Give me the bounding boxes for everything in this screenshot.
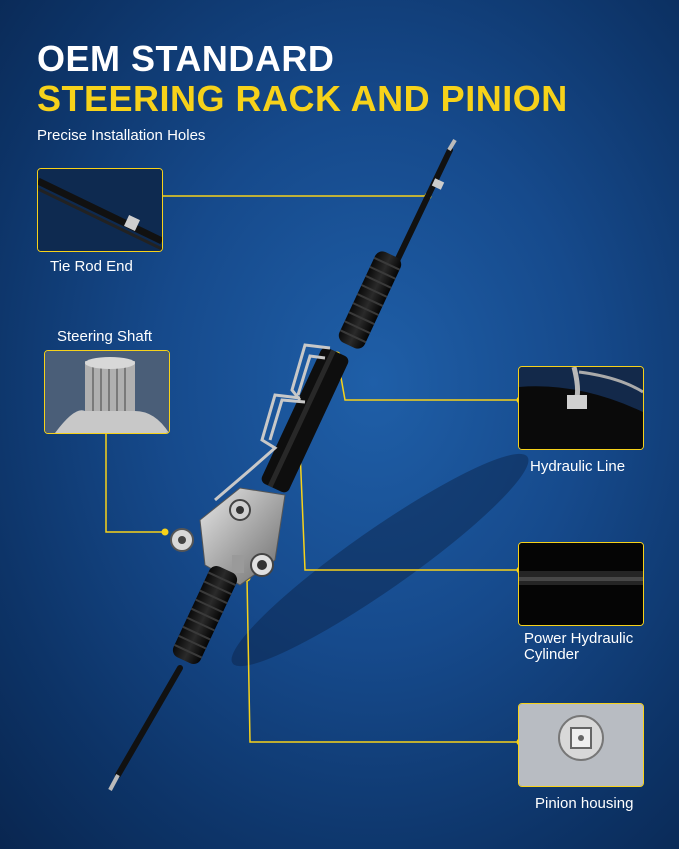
hydraulic-line-image	[519, 367, 643, 449]
lower-tie-rod-thread	[108, 774, 120, 791]
leader-lines	[105, 195, 520, 743]
title-line-1: OEM STANDARD	[37, 38, 335, 79]
pinion-housing-image	[519, 704, 643, 786]
steering-shaft-callout	[44, 350, 170, 434]
title-line-2: STEERING RACK AND PINION	[37, 78, 568, 119]
tie-rod-end-label: Tie Rod End	[50, 258, 133, 275]
lower-tie-rod	[115, 665, 183, 778]
pinion-housing-callout	[518, 703, 644, 787]
hydraulic-line-label: Hydraulic Line	[530, 458, 626, 475]
upper-tie-rod-thread	[447, 138, 457, 152]
leader-pinion	[246, 577, 520, 743]
shadow	[231, 453, 529, 667]
power-hydraulic-cylinder-callout	[518, 542, 644, 626]
leader-steering-shaft	[105, 433, 165, 533]
power-hydraulic-cylinder-label: Power Hydraulic Cylinder	[524, 631, 633, 663]
steering-shaft-label: Steering Shaft	[57, 328, 153, 345]
tie-rod-end-callout	[37, 168, 163, 252]
hydraulic-pipes	[214, 343, 331, 502]
upper-boot	[338, 251, 402, 349]
hydraulic-cylinder	[261, 347, 349, 493]
leader-cylinder	[299, 449, 520, 571]
leader-hydraulic-line	[336, 354, 520, 401]
pinion-housing-label: Pinion housing	[535, 795, 634, 812]
upper-tie-rod	[392, 147, 453, 268]
power-hydraulic-cylinder-label-line2: Cylinder	[524, 646, 580, 663]
lower-boot	[172, 565, 238, 665]
power-hydraulic-cylinder-image	[519, 543, 643, 625]
hydraulic-line-callout	[518, 366, 644, 450]
subtitle: Precise Installation Holes	[37, 127, 206, 144]
steering-shaft-image	[45, 351, 169, 433]
power-hydraulic-cylinder-label-line1: Power Hydraulic	[524, 630, 634, 647]
valve-body	[170, 487, 286, 586]
tie-rod-end-image	[38, 169, 162, 251]
leader-dots	[161, 192, 524, 746]
